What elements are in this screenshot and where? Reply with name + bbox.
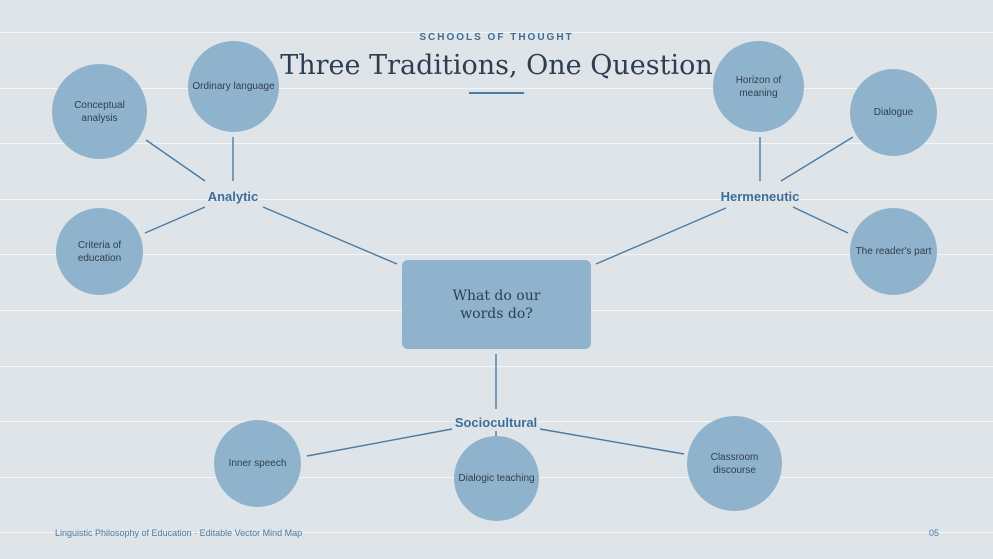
link-analytic-criteria [144, 206, 206, 234]
link-center-analytic [262, 206, 398, 265]
leaf-inner-speech[interactable]: Inner speech [214, 420, 301, 507]
leaf-conceptual-analysis[interactable]: Conceptual analysis [52, 64, 147, 159]
footer-caption: Linguistic Philosophy of Education · Edi… [55, 528, 303, 538]
section-eyebrow: SCHOOLS OF THOUGHT [419, 32, 574, 43]
leaf-criteria-of-education[interactable]: Criteria of education [56, 208, 143, 295]
link-analytic-conceptual [145, 139, 206, 182]
link-sociocultural-inner [306, 428, 453, 457]
central-question[interactable]: What do our words do? [402, 260, 591, 349]
link-hermeneutic-dialogue [780, 136, 854, 182]
leaf-dialogic-teaching[interactable]: Dialogic teaching [454, 436, 539, 521]
leaf-classroom-discourse[interactable]: Classroom discourse [687, 416, 782, 511]
title-underline [469, 92, 524, 94]
link-hermeneutic-reader [792, 206, 849, 234]
leaf-readers-part[interactable]: The reader's part [850, 208, 937, 295]
hub-hermeneutic[interactable]: Hermeneutic [720, 189, 800, 204]
hub-analytic[interactable]: Analytic [207, 189, 259, 204]
leaf-horizon-of-meaning[interactable]: Horizon of meaning [713, 41, 804, 132]
hub-sociocultural[interactable]: Sociocultural [454, 415, 538, 430]
leaf-ordinary-language[interactable]: Ordinary language [188, 41, 279, 132]
slide-title: Three Traditions, One Question [280, 50, 713, 81]
leaf-dialogue[interactable]: Dialogue [850, 69, 937, 156]
link-center-hermeneutic [595, 207, 727, 265]
page-number: 05 [929, 528, 940, 538]
link-sociocultural-classroom [539, 428, 685, 455]
